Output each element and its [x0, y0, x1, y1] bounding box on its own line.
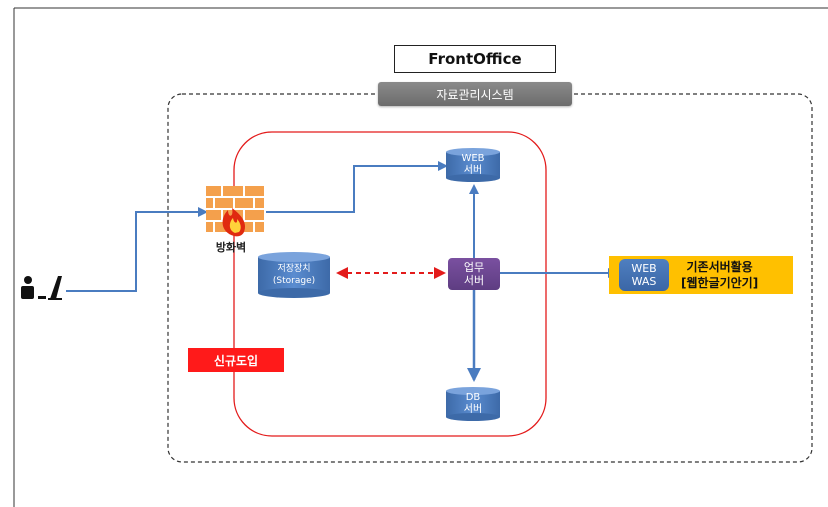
storage-label: 저장장치 (Storage) — [258, 263, 330, 287]
web-server-line2: 서버 — [463, 165, 483, 176]
business-server-line2: 서버 — [463, 274, 485, 287]
frontoffice-title: FrontOffice — [394, 45, 556, 73]
firewall-to-web-arrow — [266, 161, 448, 213]
new-intro-badge: 신규도입 — [188, 348, 284, 372]
system-name-banner: 자료관리시스템 — [378, 82, 572, 106]
was-line1: WEB — [631, 262, 657, 275]
new-intro-zone — [233, 131, 547, 437]
brick-wall-fire-icon — [206, 186, 264, 237]
was-line2: WAS — [631, 275, 657, 288]
web-was-box: WEB WAS — [619, 259, 669, 291]
business-server-line1: 업무 — [463, 261, 485, 274]
legacy-server-group: WEB WAS 기존서버활용 [웹한글기안기] — [609, 256, 793, 294]
storage-line1: 저장장치 — [277, 264, 311, 274]
user-to-firewall-arrow — [66, 207, 208, 292]
db-server-line1: DB — [465, 392, 481, 403]
db-server-line2: 서버 — [463, 404, 483, 415]
web-server-cylinder — [446, 148, 500, 182]
legacy-note: 기존서버활용 [웹한글기안기] — [681, 259, 758, 291]
storage-cylinder — [258, 252, 330, 298]
legacy-note-line1: 기존서버활용 — [686, 260, 753, 274]
firewall-label: 방화벽 — [215, 241, 247, 254]
web-server-line1: WEB — [461, 153, 485, 164]
storage-line2: (Storage) — [272, 276, 316, 286]
legacy-note-line2: [웹한글기안기] — [681, 276, 759, 290]
business-server-box: 업무 서버 — [448, 258, 500, 290]
web-server-label: WEB 서버 — [446, 153, 500, 177]
db-server-cylinder — [446, 387, 500, 421]
db-server-label: DB 서버 — [446, 392, 500, 416]
user-at-desk-icon — [21, 276, 62, 300]
